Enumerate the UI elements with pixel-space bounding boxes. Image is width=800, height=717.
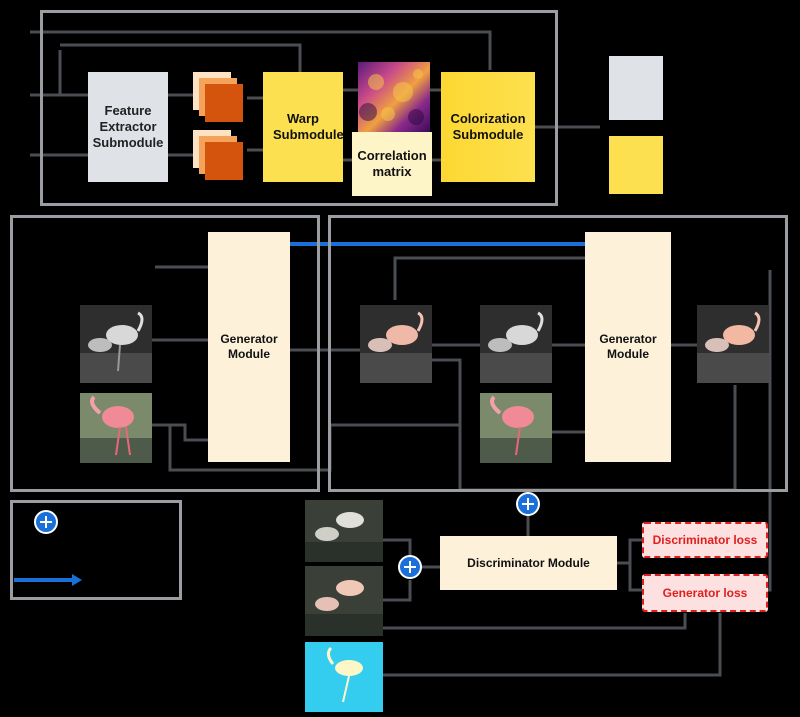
discriminator-label: Discriminator Module [467,555,590,570]
right-generator-box: Generator Module [585,232,671,462]
discriminator-box: Discriminator Module [440,536,617,590]
legend-swatch-yellow [609,136,663,194]
feature-extractor-label: Feature Extractor Submodule [92,102,164,151]
discriminator-loss-label: Discriminator loss [652,533,758,547]
colorization-box: Colorization Submodule [441,72,535,182]
colorized-flamingo-art [360,305,432,383]
output-flamingo-image [697,305,769,383]
merge-plus-icon-top [516,492,540,516]
grayscale-flamingo-art [80,305,152,383]
grayscale-flamingo-image [80,305,152,383]
generator-loss-box: Generator loss [642,574,768,612]
sketch-flamingo-art [305,642,383,712]
colorization-label: Colorization Submodule [450,110,526,142]
legend-swatch-grey [609,56,663,120]
reference-flamingo-art [80,393,152,463]
left-panel-frame [10,215,320,492]
colorized-flamingo-image [360,305,432,383]
correlation-matrix-box: Correlation matrix [352,132,432,196]
top-module-frame [40,10,558,206]
reference-flamingo-right-art [480,393,552,463]
left-generator-box: Generator Module [208,232,290,462]
feature-stack-top [193,72,249,128]
legend-plus-icon [34,510,58,534]
correlation-label: Correlation matrix [357,147,427,179]
legend-frame [10,500,182,600]
heatmap-texture [359,69,424,125]
merge-plus-icon-bottom [398,555,422,579]
grayscale-flamingo-right-art [480,305,552,383]
real-pair-art [305,500,383,562]
right-generator-label: Generator Module [599,332,657,361]
reference-flamingo-image [80,393,152,463]
correlation-heatmap-image [358,62,430,132]
fake-pair-image [305,566,383,636]
warp-label: Warp Submodule [273,110,344,142]
output-flamingo-art [697,305,769,383]
left-generator-label: Generator Module [220,332,278,361]
right-panel-frame [328,215,788,492]
feature-extractor-box: Feature Extractor Submodule [88,72,168,182]
warp-box: Warp Submodule [263,72,344,182]
generator-loss-label: Generator loss [662,586,748,600]
real-pair-image [305,500,383,562]
discriminator-loss-box: Discriminator loss [642,522,768,558]
grayscale-flamingo-right-image [480,305,552,383]
sketch-flamingo-image [305,642,383,712]
feature-stack-bottom [193,130,249,186]
fake-pair-art [305,566,383,636]
reference-flamingo-right-image [480,393,552,463]
